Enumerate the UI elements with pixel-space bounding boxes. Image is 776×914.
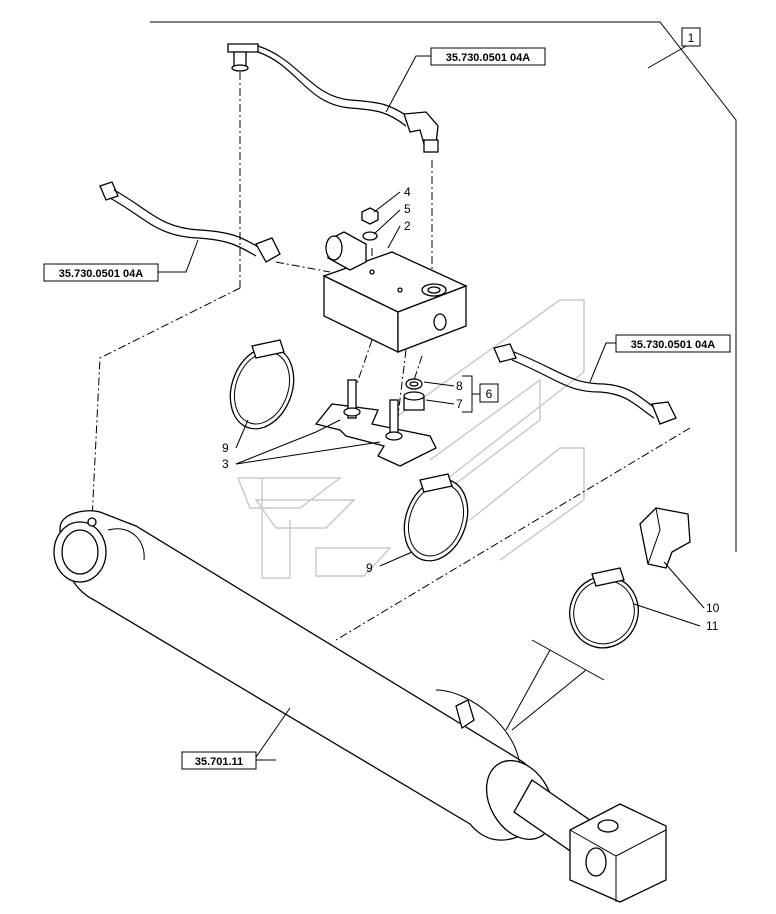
- watermark-logo: [236, 299, 585, 579]
- callout-10[interactable]: 10: [706, 601, 720, 615]
- ref-tube-right[interactable]: 35.730.0501 04A: [615, 334, 731, 353]
- callout-5[interactable]: 5: [404, 202, 411, 216]
- ref-tube-upper-label: 35.730.0501 04A: [446, 52, 530, 64]
- rubber-spacer: [639, 507, 691, 569]
- nut-and-washer: [361, 207, 379, 241]
- group-box-kit[interactable]: 6: [479, 383, 499, 403]
- ref-cylinder[interactable]: 35.701.11: [181, 751, 257, 770]
- group-box-assembly-label: 1: [688, 31, 695, 45]
- callout-4[interactable]: 4: [404, 185, 411, 199]
- hydraulic-tube-left: [99, 181, 281, 263]
- ref-tube-right-label: 35.730.0501 04A: [631, 339, 715, 351]
- section-marker: [505, 639, 605, 731]
- callout-3[interactable]: 3: [222, 457, 229, 471]
- callout-8[interactable]: 8: [456, 379, 463, 393]
- valve-block: [322, 231, 468, 354]
- ref-tube-left[interactable]: 35.730.0501 04A: [43, 263, 159, 282]
- callout-9-lower[interactable]: 9: [366, 561, 373, 575]
- leader-lines: [158, 55, 705, 761]
- ref-tube-upper[interactable]: 35.730.0501 04A: [430, 47, 546, 66]
- callout-numbers: 4 5 2 8 7 9 3 9 10 11: [222, 185, 720, 633]
- assembly-boundary-line: [150, 21, 737, 552]
- hydraulic-tube-upper: [227, 43, 439, 153]
- ref-tube-left-label: 35.730.0501 04A: [59, 268, 143, 280]
- ref-cylinder-label: 35.701.11: [195, 756, 243, 768]
- hydraulic-tube-right: [493, 343, 677, 425]
- group-box-assembly[interactable]: 1: [681, 27, 701, 47]
- callout-11[interactable]: 11: [706, 619, 719, 633]
- callout-7[interactable]: 7: [456, 397, 463, 411]
- hose-clamp-right: [569, 567, 639, 649]
- hose-clamp-upper: [229, 339, 295, 430]
- seal-and-plug: [403, 378, 425, 411]
- callout-9-upper[interactable]: 9: [222, 441, 229, 455]
- hydraulic-cylinder: [53, 510, 667, 903]
- callout-2[interactable]: 2: [404, 219, 411, 233]
- hose-clamp-lower: [403, 473, 469, 562]
- group-box-kit-label: 6: [486, 387, 493, 401]
- mounting-bracket: [314, 379, 437, 467]
